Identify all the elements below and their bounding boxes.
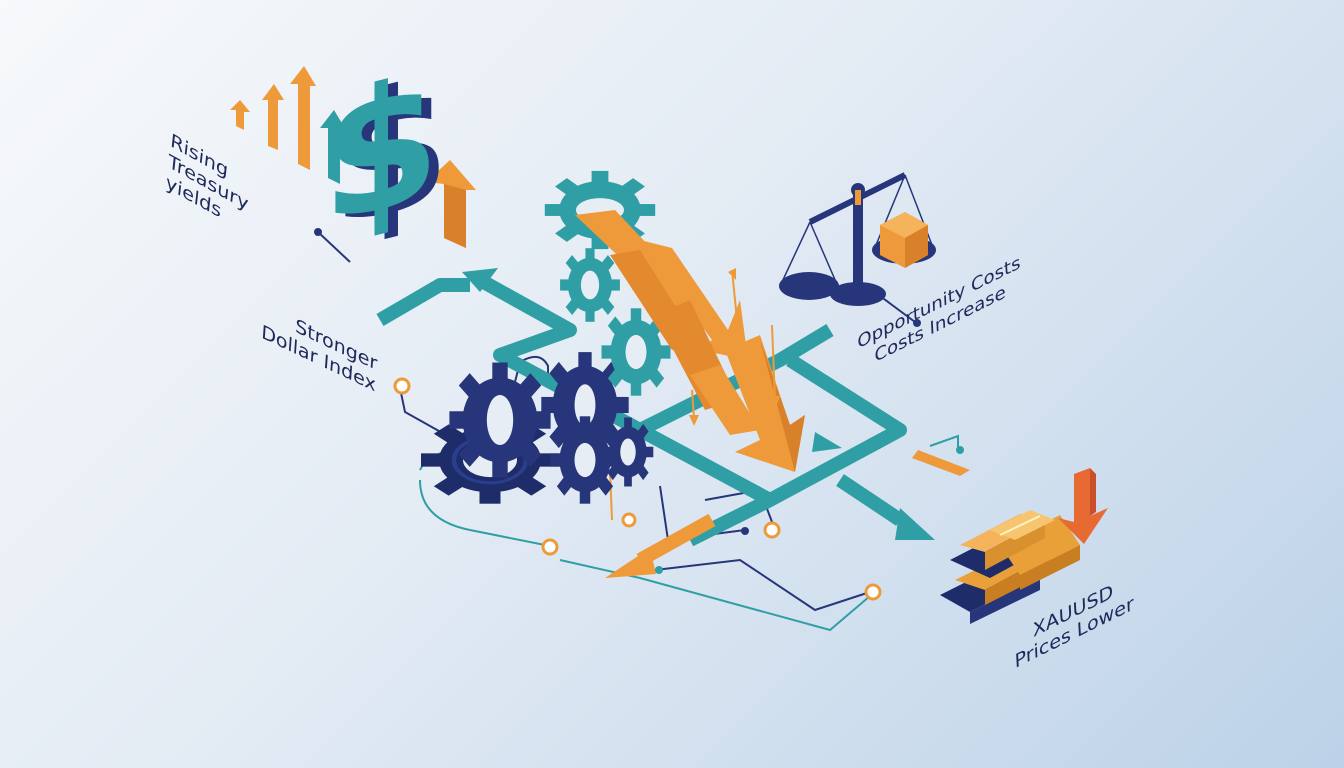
- gear-icon: [602, 417, 654, 487]
- gold-bars-icon: [940, 510, 1080, 624]
- falling-arrows-icon: [575, 210, 805, 472]
- svg-text:$: $: [322, 37, 440, 264]
- svg-text:$: $: [332, 40, 450, 267]
- balance-scale-icon: [779, 172, 936, 306]
- gear-cluster-navy: [421, 352, 654, 504]
- flow-arrowheads: [462, 268, 935, 540]
- gear-icon: [550, 416, 620, 504]
- dollar-sign-icon: $ $: [322, 37, 450, 268]
- arrow-down-icon: [1058, 468, 1108, 544]
- gear-icon: [560, 248, 620, 322]
- circuit-nodes: [314, 228, 964, 601]
- arrow-left-down-icon: [605, 450, 970, 578]
- gear-icon: [601, 308, 671, 396]
- gear-icon: [449, 362, 551, 478]
- rising-arrows-icon: [230, 66, 476, 248]
- gear-icon: [541, 352, 629, 458]
